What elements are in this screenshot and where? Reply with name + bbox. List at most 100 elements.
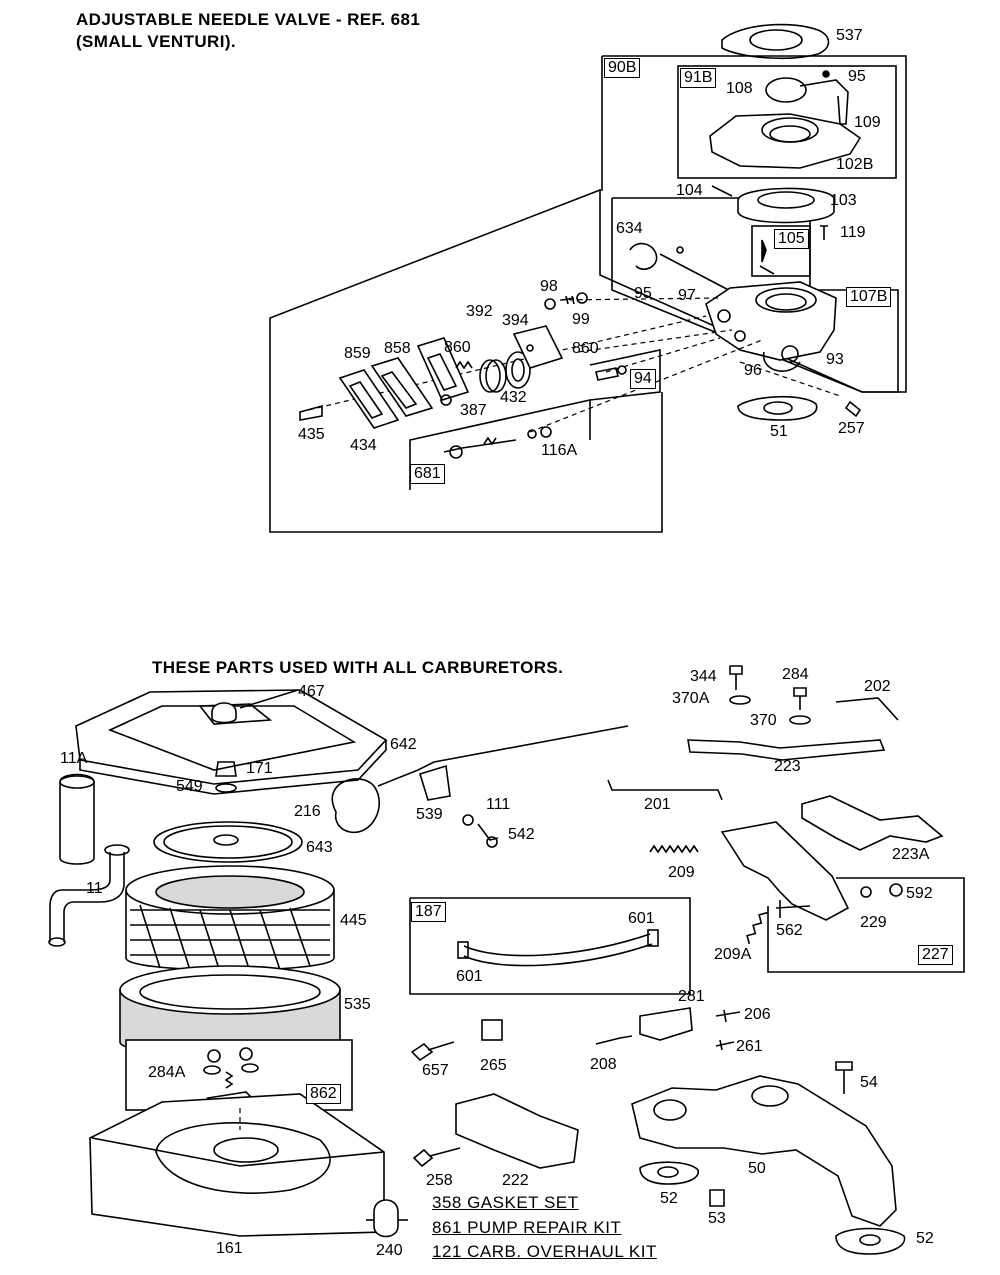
fuel-filter-240 xyxy=(373,1199,399,1238)
part-label-344: 344 xyxy=(690,668,717,685)
part-label-370a: 370A xyxy=(672,690,710,707)
part-label-467: 467 xyxy=(298,683,325,700)
part-label-98: 98 xyxy=(540,278,558,295)
part-label-103: 103 xyxy=(830,192,857,209)
part-label-95-b: 95 xyxy=(634,285,652,302)
part-label-657: 657 xyxy=(422,1062,449,1079)
box-105 xyxy=(751,225,811,277)
box-227-outline xyxy=(767,877,965,973)
part-label-284a: 284A xyxy=(148,1064,186,1081)
part-label-161: 161 xyxy=(216,1240,243,1257)
part-label-261: 261 xyxy=(736,1038,763,1055)
part-label-539: 539 xyxy=(416,806,443,823)
gasket-537 xyxy=(721,23,830,60)
tube-11 xyxy=(49,852,125,942)
part-label-102b: 102B xyxy=(836,156,874,173)
part-label-284: 284 xyxy=(782,666,809,683)
part-label-860-b: 860 xyxy=(572,340,599,357)
part-label-119: 119 xyxy=(840,224,866,241)
gasket-51 xyxy=(737,395,818,421)
part-label-549: 549 xyxy=(176,778,203,795)
part-label-104: 104 xyxy=(676,182,703,199)
part-label-93: 93 xyxy=(826,351,844,368)
part-label-99: 99 xyxy=(572,311,590,328)
part-label-11a: 11A xyxy=(60,750,88,767)
air-cleaner-cover xyxy=(75,689,388,785)
part-label-51: 51 xyxy=(770,423,788,440)
part-label-209: 209 xyxy=(668,864,695,881)
part-label-240: 240 xyxy=(376,1242,403,1259)
part-label-858: 858 xyxy=(384,340,411,357)
part-label-642: 642 xyxy=(390,736,417,753)
seal-432 xyxy=(505,351,531,389)
part-label-52-b: 52 xyxy=(916,1230,934,1247)
part-label-223a: 223A xyxy=(892,846,930,863)
kit-gasket-set: 358 GASKET SET xyxy=(432,1193,579,1212)
part-label-392: 392 xyxy=(466,303,493,320)
kit-carb-overhaul: 121 CARB. OVERHAUL KIT xyxy=(432,1242,657,1261)
filter-mesh xyxy=(130,904,330,973)
bracket-222 xyxy=(455,1093,579,1169)
pump-plate-858 xyxy=(370,357,434,417)
top-section-title-line-1: ADJUSTABLE NEEDLE VALVE - REF. 681 xyxy=(76,10,421,29)
part-label-54: 54 xyxy=(860,1074,878,1091)
subassembly-94-outline xyxy=(589,349,661,401)
part-label-562: 562 xyxy=(776,922,803,939)
box-label-227: 227 xyxy=(918,945,953,965)
part-label-222: 222 xyxy=(502,1172,529,1189)
intake-manifold-50 xyxy=(631,1075,897,1227)
bracket-223a xyxy=(801,795,944,851)
part-label-387: 387 xyxy=(460,402,487,419)
part-label-859: 859 xyxy=(344,345,371,362)
part-label-216: 216 xyxy=(294,803,321,820)
part-label-265: 265 xyxy=(480,1057,507,1074)
part-label-592: 592 xyxy=(906,885,933,902)
part-label-109: 109 xyxy=(854,114,881,131)
part-label-435: 435 xyxy=(298,426,325,443)
box-label-107b: 107B xyxy=(846,287,892,307)
part-label-432: 432 xyxy=(500,389,527,406)
part-label-116a: 116A xyxy=(541,442,578,459)
air-cleaner-and-linkage-drawing xyxy=(48,665,965,1255)
tube-11a xyxy=(59,773,95,865)
box-label-90b: 90B xyxy=(604,58,641,78)
box-label-187: 187 xyxy=(411,902,446,922)
part-label-223: 223 xyxy=(774,758,801,775)
part-label-111: 111 xyxy=(486,796,511,813)
part-label-208: 208 xyxy=(590,1056,617,1073)
part-label-96: 96 xyxy=(744,362,762,379)
diaphragm-394 xyxy=(512,325,564,369)
governor-spring-216 xyxy=(331,778,380,833)
part-label-537: 537 xyxy=(836,27,863,44)
seal-103 xyxy=(737,187,835,224)
part-label-97: 97 xyxy=(678,287,696,304)
part-label-53: 53 xyxy=(708,1210,726,1227)
part-label-643: 643 xyxy=(306,839,333,856)
box-label-105: 105 xyxy=(774,229,809,249)
kit-pump-repair: 861 PUMP REPAIR KIT xyxy=(432,1218,622,1237)
box-label-862: 862 xyxy=(306,1084,341,1104)
part-label-860-a: 860 xyxy=(444,339,471,356)
carburetor-assembly-drawing xyxy=(269,23,907,533)
spring-209 xyxy=(649,844,699,854)
part-label-634: 634 xyxy=(616,220,643,237)
box-label-94: 94 xyxy=(630,369,656,389)
part-label-257: 257 xyxy=(838,420,865,437)
part-label-209a: 209A xyxy=(714,946,752,963)
part-label-11: 11 xyxy=(86,880,103,897)
governor-lever-plate xyxy=(720,821,850,921)
part-label-52-a: 52 xyxy=(660,1190,678,1207)
box-label-681: 681 xyxy=(410,464,445,484)
part-label-95-a: 95 xyxy=(848,68,866,85)
part-label-370: 370 xyxy=(750,712,777,729)
part-label-50: 50 xyxy=(748,1160,766,1177)
subassembly-91b-box xyxy=(677,65,897,179)
bracket-223 xyxy=(687,739,886,761)
part-label-394: 394 xyxy=(502,312,529,329)
box-187-outline xyxy=(409,897,691,995)
element-cover-643 xyxy=(153,821,303,863)
part-label-201: 201 xyxy=(644,796,671,813)
part-label-535: 535 xyxy=(344,996,371,1013)
